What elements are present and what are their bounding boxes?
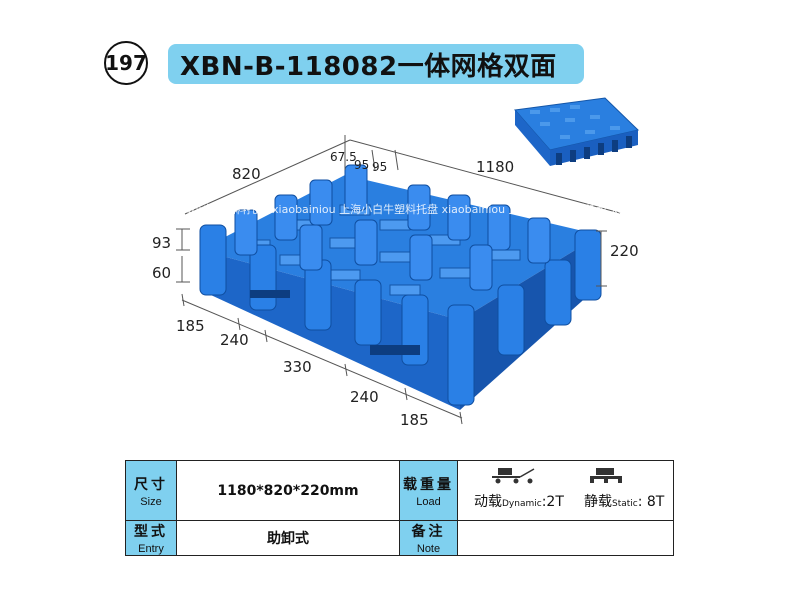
note-value [457,520,674,556]
entry-value: 助卸式 [176,520,400,556]
dim-front-1: 185 [176,317,205,335]
dim-height-total: 220 [610,242,639,260]
dim-height-upper: 93 [152,234,172,252]
load-value-cell: 动载Dynamic:2T 静载Static: 8T [457,460,674,521]
dim-slot-a: 67.5 [330,150,357,164]
watermark-text: 上海小白牛塑料托盘 xiaobainiou 上海小白牛塑料托盘 xiaobain… [0,203,712,216]
dim-slot-c: 95 [372,160,388,174]
dynamic-load: 动载Dynamic:2T [474,494,564,510]
model-number-badge: 197 [104,41,148,85]
size-header: 尺寸 Size [125,460,177,521]
static-load-icon [590,468,622,483]
spec-table: 尺寸 Size 1180*820*220mm 载重量 Load 动载 [125,460,674,556]
dynamic-load-icon [492,468,535,484]
dim-front-2: 240 [220,331,249,349]
static-load: 静载Static: 8T [584,494,665,510]
product-title: XBN-B-118082一体网格双面 [180,51,557,82]
dim-slot-b: 95 [354,158,370,172]
dim-front-5: 185 [400,411,429,429]
entry-header: 型式 Entry [125,520,177,556]
pallet-main-image [199,164,602,410]
dim-front-3: 330 [283,358,312,376]
pallet-thumbnail-image [514,97,640,166]
dim-height-lower: 60 [152,264,172,282]
size-value: 1180*820*220mm [176,460,400,521]
title-bar: XBN-B-118082一体网格双面 [168,44,584,84]
note-header: 备注 Note [399,520,458,556]
dim-width-top: 820 [232,165,261,183]
load-header: 载重量 Load [399,460,458,521]
dim-length-top: 1180 [476,158,515,176]
dim-front-4: 240 [350,388,379,406]
